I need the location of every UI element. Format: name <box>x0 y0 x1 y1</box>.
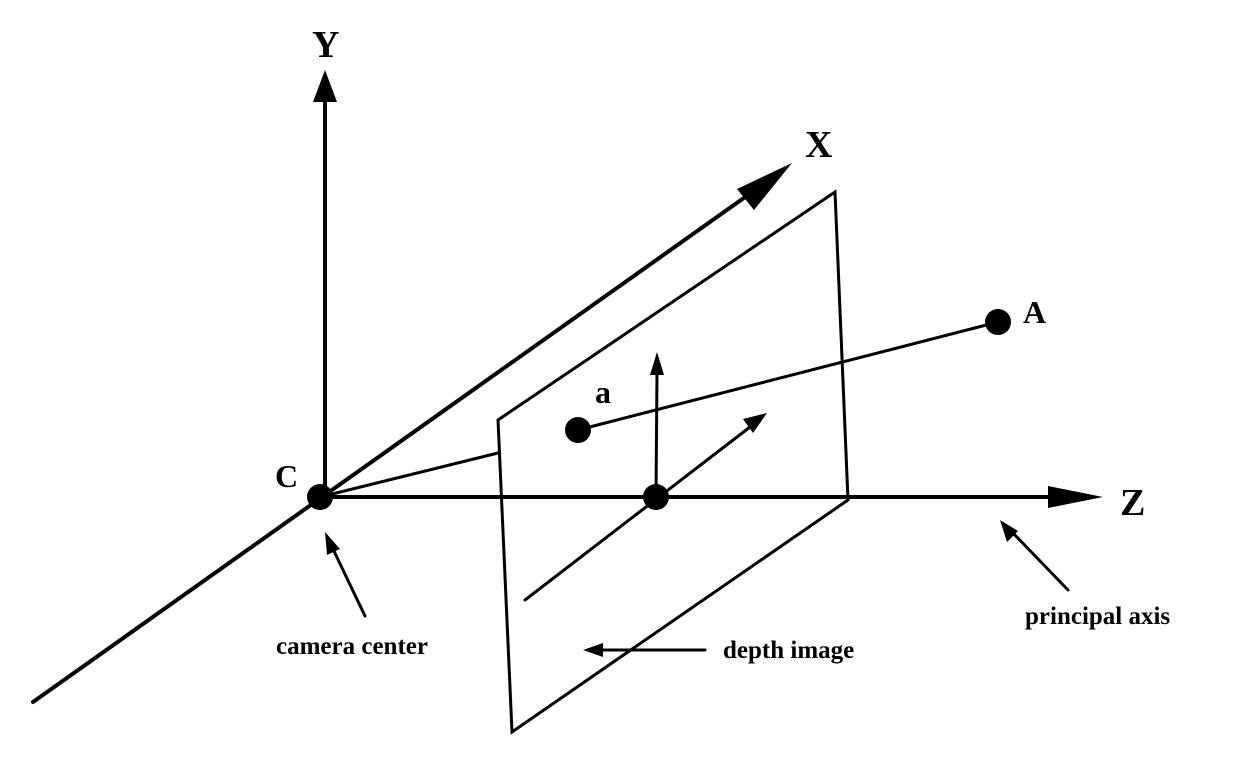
principal-point <box>643 484 669 510</box>
ray-segment-c-to-plane <box>318 451 500 499</box>
world-point-label: A <box>1023 294 1046 330</box>
depth-image-pointer <box>583 643 707 657</box>
ray-segment-a-to-world <box>576 320 1000 432</box>
principal-axis-pointer <box>1000 520 1070 592</box>
camera-center-pointer <box>325 532 367 618</box>
image-vertical-axis <box>650 352 664 499</box>
x-axis-arrowhead <box>737 163 792 210</box>
image-horizontal-arrowhead <box>743 413 767 433</box>
y-axis-label: Y <box>312 24 339 66</box>
z-axis-label: Z <box>1120 482 1145 524</box>
x-axis <box>31 163 792 704</box>
z-axis <box>318 486 1103 508</box>
depth-image-plane <box>496 189 850 735</box>
image-point-label: a <box>595 374 611 410</box>
image-point-a <box>565 417 591 443</box>
z-axis-arrowhead <box>1048 486 1103 508</box>
camera-center-point <box>307 484 333 510</box>
principal-axis-annotation: principal axis <box>1025 603 1170 630</box>
depth-image-annotation: depth image <box>723 637 854 664</box>
y-axis-arrowhead <box>313 70 337 102</box>
image-horizontal-axis <box>523 413 767 602</box>
projection-ray <box>318 320 1000 499</box>
x-axis-label: X <box>805 124 832 166</box>
camera-center-annotation: camera center <box>276 633 428 660</box>
world-point-a <box>985 309 1011 335</box>
image-vertical-arrowhead <box>650 352 664 375</box>
camera-center-label: C <box>275 458 298 494</box>
y-axis <box>313 70 337 499</box>
